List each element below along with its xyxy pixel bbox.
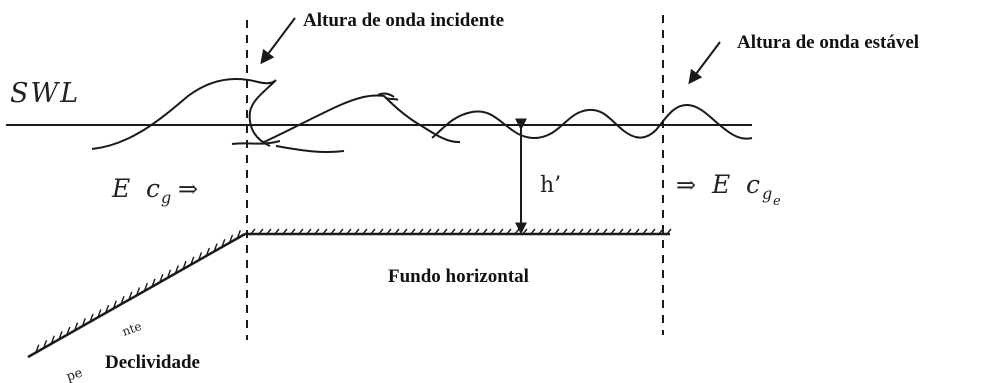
horizontal-bottom-hatching — [249, 228, 672, 236]
slope-label: Declividade — [105, 352, 200, 373]
slope-hatching — [35, 230, 241, 353]
flux-in-arrow: ⇒ — [178, 175, 198, 203]
flux-in-e: E — [111, 174, 130, 203]
depth-label: h’ — [540, 173, 561, 198]
flux-in-c: c — [146, 174, 160, 203]
swl-label: SWL — [10, 78, 80, 109]
stable-wave-train — [431, 103, 753, 140]
incident-pointer-arrow — [260, 17, 296, 65]
reforming-wave — [261, 94, 461, 144]
flux-out-arrow: ⇒ — [676, 171, 696, 199]
flux-in-subscript: g — [161, 188, 171, 207]
incoming-energy-flux: E c g ⇒ — [111, 174, 198, 207]
stable-pointer-arrow — [688, 41, 721, 85]
breaking-wave-foam-tail — [275, 145, 345, 154]
breaking-wave-foam — [231, 140, 281, 145]
stable-height-label: Altura de onda estável — [737, 32, 919, 53]
breaking-wave-crest — [91, 77, 277, 150]
incident-height-label: Altura de onda incidente — [303, 10, 504, 31]
flux-out-subsubscript: e — [773, 194, 781, 209]
flux-out-c: c — [746, 170, 760, 199]
slope-faint-text-2: nte — [120, 319, 143, 339]
outgoing-energy-flux: ⇒ E c g e — [676, 170, 781, 209]
wave-spray — [377, 92, 399, 101]
bottom-label: Fundo horizontal — [388, 266, 529, 287]
slope-faint-text: pe — [65, 365, 85, 383]
flux-out-subscript: g — [762, 184, 772, 203]
flux-out-e: E — [711, 170, 730, 199]
